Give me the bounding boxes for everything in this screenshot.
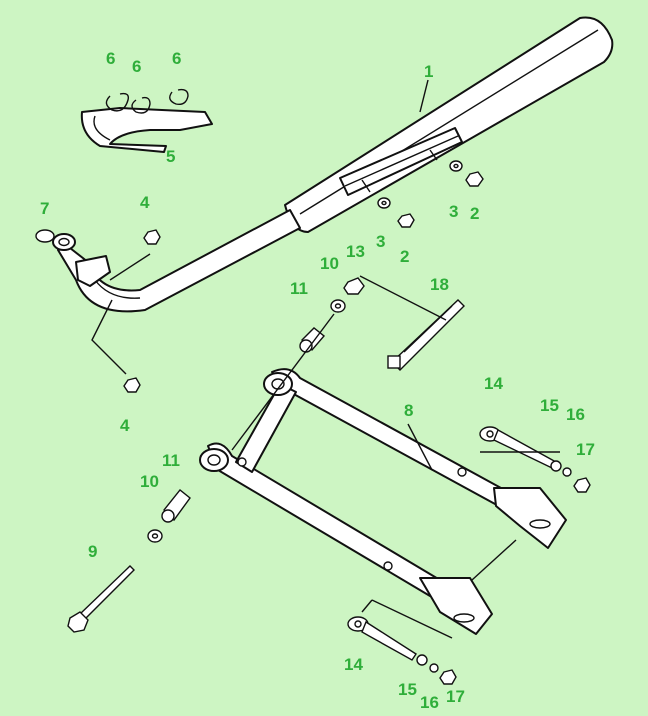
gasket [35, 229, 55, 243]
pivot-bolt [67, 565, 135, 633]
nut [123, 377, 141, 393]
exhaust-silencer [284, 16, 614, 233]
spanner-tool [387, 299, 465, 371]
callout-label: 3 [376, 232, 385, 251]
nut [143, 229, 161, 245]
callout-label: 3 [449, 202, 458, 221]
washer [377, 197, 391, 209]
callout-label: 1 [424, 62, 433, 81]
callout-label: 2 [470, 204, 479, 223]
callout-label: 6 [172, 49, 181, 68]
shield-clip [169, 88, 189, 106]
callouts: 1 2 2 3 3 4 4 5 6 6 6 7 8 9 10 10 11 11 … [40, 49, 595, 712]
callout-label: 6 [132, 57, 141, 76]
shield-clip [105, 92, 130, 112]
swing-arm-frame [199, 368, 567, 635]
washer [429, 663, 439, 673]
callout-label: 8 [404, 401, 413, 420]
callout-label: 18 [430, 275, 449, 294]
callout-label: 2 [400, 247, 409, 266]
leader-lines [91, 79, 560, 639]
callout-label: 11 [290, 279, 308, 298]
washer [562, 467, 572, 477]
callout-label: 16 [420, 693, 439, 712]
nut [573, 477, 591, 493]
callout-label: 13 [346, 242, 365, 261]
nut [465, 171, 484, 187]
callout-label: 4 [140, 193, 150, 212]
washer [449, 160, 463, 172]
callout-label: 6 [106, 49, 115, 68]
callout-label: 14 [344, 655, 363, 674]
spring-hook-lower [347, 616, 417, 661]
callout-label: 17 [576, 440, 595, 459]
nut [343, 277, 365, 295]
washer [550, 460, 562, 472]
washer [330, 299, 346, 313]
callout-label: 16 [566, 405, 585, 424]
callout-label: 10 [140, 472, 159, 491]
washer [416, 654, 428, 666]
callout-label: 4 [120, 416, 130, 435]
nut [439, 669, 457, 685]
callout-label: 15 [540, 396, 559, 415]
nut [397, 213, 415, 228]
callout-label: 11 [162, 451, 180, 470]
callout-label: 9 [88, 542, 97, 561]
callout-label: 17 [446, 687, 465, 706]
callout-label: 15 [398, 680, 417, 699]
spring-hook-upper [479, 426, 558, 469]
callout-label: 14 [484, 374, 503, 393]
washer [147, 529, 163, 543]
callout-label: 5 [166, 147, 175, 166]
callout-label: 7 [40, 199, 49, 218]
bush [161, 489, 191, 523]
heat-shield [80, 107, 213, 153]
shield-clip [131, 96, 151, 114]
exhaust-pipe [52, 209, 301, 313]
callout-label: 10 [320, 254, 339, 273]
